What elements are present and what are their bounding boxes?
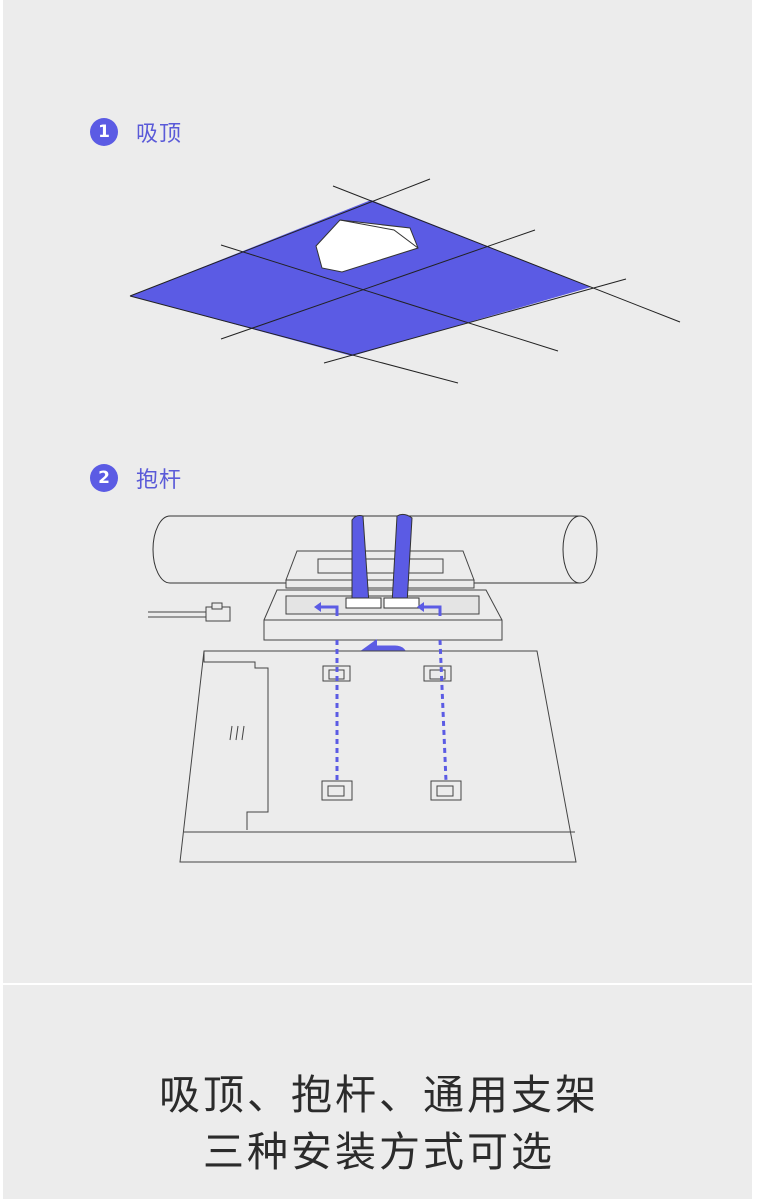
step-label: 抱杆 [136, 468, 183, 493]
pole [152, 515, 598, 584]
device-back-plate [179, 650, 577, 863]
step-number-badge: 1 [90, 118, 118, 146]
step-pole-mount: 2 抱杆 [90, 462, 182, 494]
step-ceiling-mount: 1 吸顶 [90, 116, 182, 148]
pole-mount-illustration [148, 513, 598, 863]
cable-connector [148, 602, 231, 622]
step-label: 吸顶 [136, 122, 183, 147]
caption-line-2: 三种安装方式可选 [203, 1128, 555, 1176]
small-arrow-icon [318, 605, 442, 616]
mount-bracket [263, 550, 503, 641]
guide-dashed-lines [335, 639, 448, 782]
step-number-badge: 2 [90, 464, 118, 492]
device-on-ceiling [315, 219, 419, 273]
ceiling-mount-illustration [129, 178, 681, 384]
ceiling-grid-lines [129, 178, 681, 384]
caption-panel [3, 985, 752, 1199]
mount-straps [345, 513, 420, 609]
caption-line-1: 吸顶、抱杆、通用支架 [159, 1071, 599, 1119]
ceiling-plane [130, 200, 591, 356]
